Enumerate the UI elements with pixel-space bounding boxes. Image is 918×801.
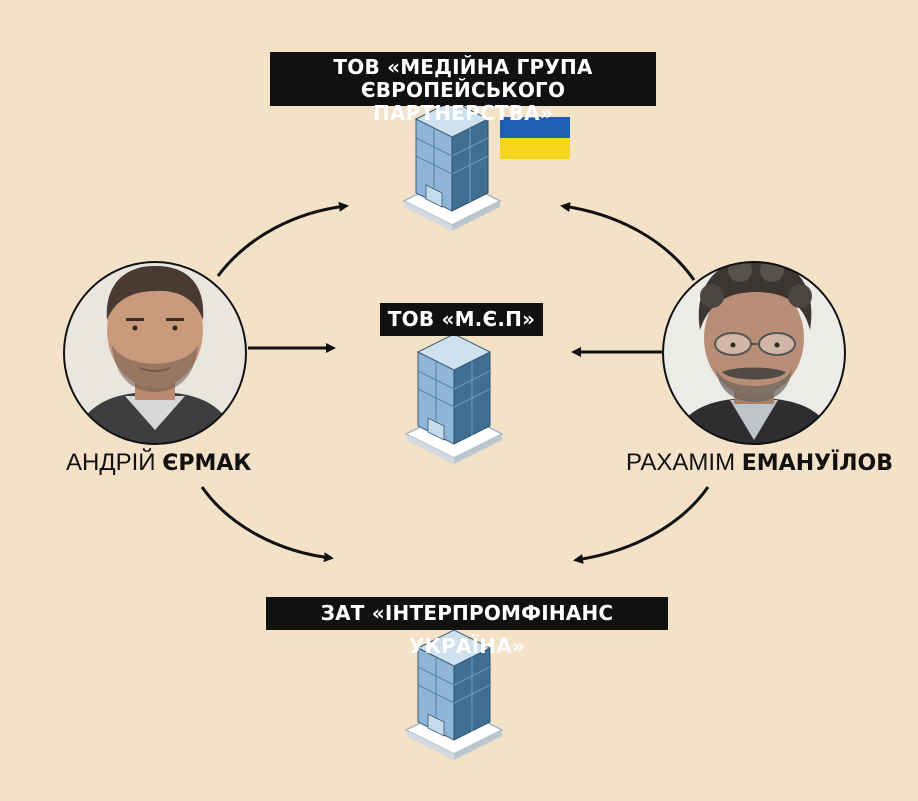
- person-name-right: РАХАМІМ ЕМАНУЇЛОВ: [626, 449, 893, 477]
- person-left-first: АНДРІЙ: [66, 449, 156, 476]
- person-left-last: ЄРМАК: [162, 451, 252, 476]
- ukraine-flag-icon: [500, 117, 570, 159]
- company-top-line2: ЄВРОПЕЙСЬКОГО ПАРТНЕРСТВА»: [360, 78, 566, 125]
- company-top-line1: ТОВ «МЕДІЙНА ГРУПА: [333, 55, 593, 79]
- person-right-first: РАХАМІМ: [626, 449, 736, 476]
- person-right-last: ЕМАНУЇЛОВ: [741, 451, 893, 476]
- building-middle-icon: [405, 333, 503, 465]
- portrait-andrii-yermak: [63, 261, 247, 445]
- company-label-middle: ТОВ «М.Є.П»: [380, 303, 543, 336]
- company-label-top: ТОВ «МЕДІЙНА ГРУПА ЄВРОПЕЙСЬКОГО ПАРТНЕР…: [270, 52, 656, 125]
- arrows: [200, 201, 710, 564]
- arrow-right-to-top: [560, 202, 696, 281]
- arrow-right-to-bottom: [573, 486, 710, 564]
- arrow-left-to-bottom: [200, 486, 334, 563]
- arrow-left-to-top: [216, 201, 349, 277]
- person-name-left: АНДРІЙ ЄРМАК: [66, 449, 251, 477]
- company-label-bottom: ЗАТ «ІНТЕРПРОМФІНАНС УКРАЇНА»: [266, 597, 668, 658]
- portrait-rakhamim-emanuilov: [662, 261, 846, 445]
